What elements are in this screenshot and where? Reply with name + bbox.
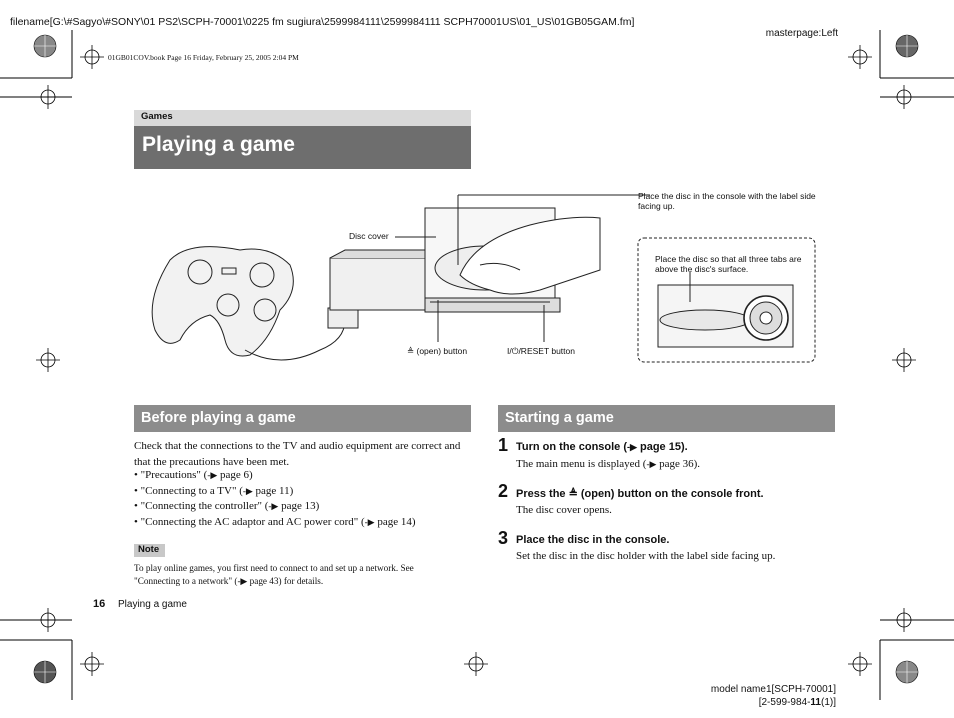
arrow-icon: -▶ xyxy=(364,516,375,527)
list-item: "Connecting the AC adaptor and AC power … xyxy=(134,515,474,531)
list-item: "Precautions" (-▶ page 6) xyxy=(134,468,474,484)
title-bar: Playing a game xyxy=(134,126,471,169)
step-number: 2 xyxy=(498,481,509,501)
category-label: Games xyxy=(141,111,173,122)
model-line1: model name1[SCPH-70001] xyxy=(710,684,836,695)
step-title: Turn on the console (-▶ page 15). xyxy=(516,441,688,453)
before-bullets: "Precautions" (-▶ page 6) "Connecting to… xyxy=(134,468,474,530)
note-label: Note xyxy=(138,544,160,555)
callout-reset-button: I/⏻/RESET button xyxy=(507,346,575,356)
arrow-icon: -▶ xyxy=(627,442,637,452)
reg-target-tl xyxy=(80,45,104,69)
model-info: model name1[SCPH-70001] [2-599-984-11(1)… xyxy=(711,683,836,709)
arrow-icon: -▶ xyxy=(268,501,279,511)
page-title: Playing a game xyxy=(142,133,295,156)
list-item: "Connecting the controller" (-▶ page 13) xyxy=(134,499,474,515)
starting-heading-bar: Starting a game xyxy=(498,405,835,432)
arrow-icon: -▶ xyxy=(207,470,218,480)
starting-heading: Starting a game xyxy=(505,410,614,426)
step-number: 1 xyxy=(498,435,509,455)
step-desc: Set the disc in the disc holder with the… xyxy=(516,550,776,562)
before-heading-bar: Before playing a game xyxy=(134,405,471,432)
before-heading: Before playing a game xyxy=(141,410,296,426)
note-tag: Note xyxy=(134,544,165,557)
console-figure xyxy=(151,194,816,363)
category-bar: Games xyxy=(134,110,471,126)
note-text: To play online games, you first need to … xyxy=(134,563,414,586)
book-info: 01GB01COV.book Page 16 Friday, February … xyxy=(108,53,299,62)
before-intro: Check that the connections to the TV and… xyxy=(134,440,461,468)
filename-header: filename[G:\#Sagyo\#SONY\01 PS2\SCPH-700… xyxy=(10,16,635,28)
model-line2: [2-599-984-11(1)] xyxy=(758,697,836,708)
callout-open-button: ≜ (open) button xyxy=(407,346,468,356)
page-number: 16 xyxy=(93,598,106,610)
arrow-icon: -▶ xyxy=(242,485,253,496)
callout-place-disc: Place the disc in the console with the l… xyxy=(638,191,816,211)
callout-disc-cover: Disc cover xyxy=(349,231,389,241)
step-desc: The disc cover opens. xyxy=(516,504,612,516)
list-item: "Connecting to a TV" (-▶ page 11) xyxy=(134,484,474,500)
masterpage-label: masterpage:Left xyxy=(765,28,838,39)
step-title: Place the disc in the console. xyxy=(516,534,670,546)
step-number: 3 xyxy=(498,528,509,548)
callout-tabs: Place the disc so that all three tabs ar… xyxy=(655,254,802,274)
footer-title: Playing a game xyxy=(118,599,187,610)
step-title: Press the ≜ (open) button on the console… xyxy=(516,488,764,500)
arrow-icon: -▶ xyxy=(646,459,657,469)
arrow-icon: -▶ xyxy=(237,575,248,586)
step-desc: The main menu is displayed (-▶ page 36). xyxy=(516,458,701,470)
